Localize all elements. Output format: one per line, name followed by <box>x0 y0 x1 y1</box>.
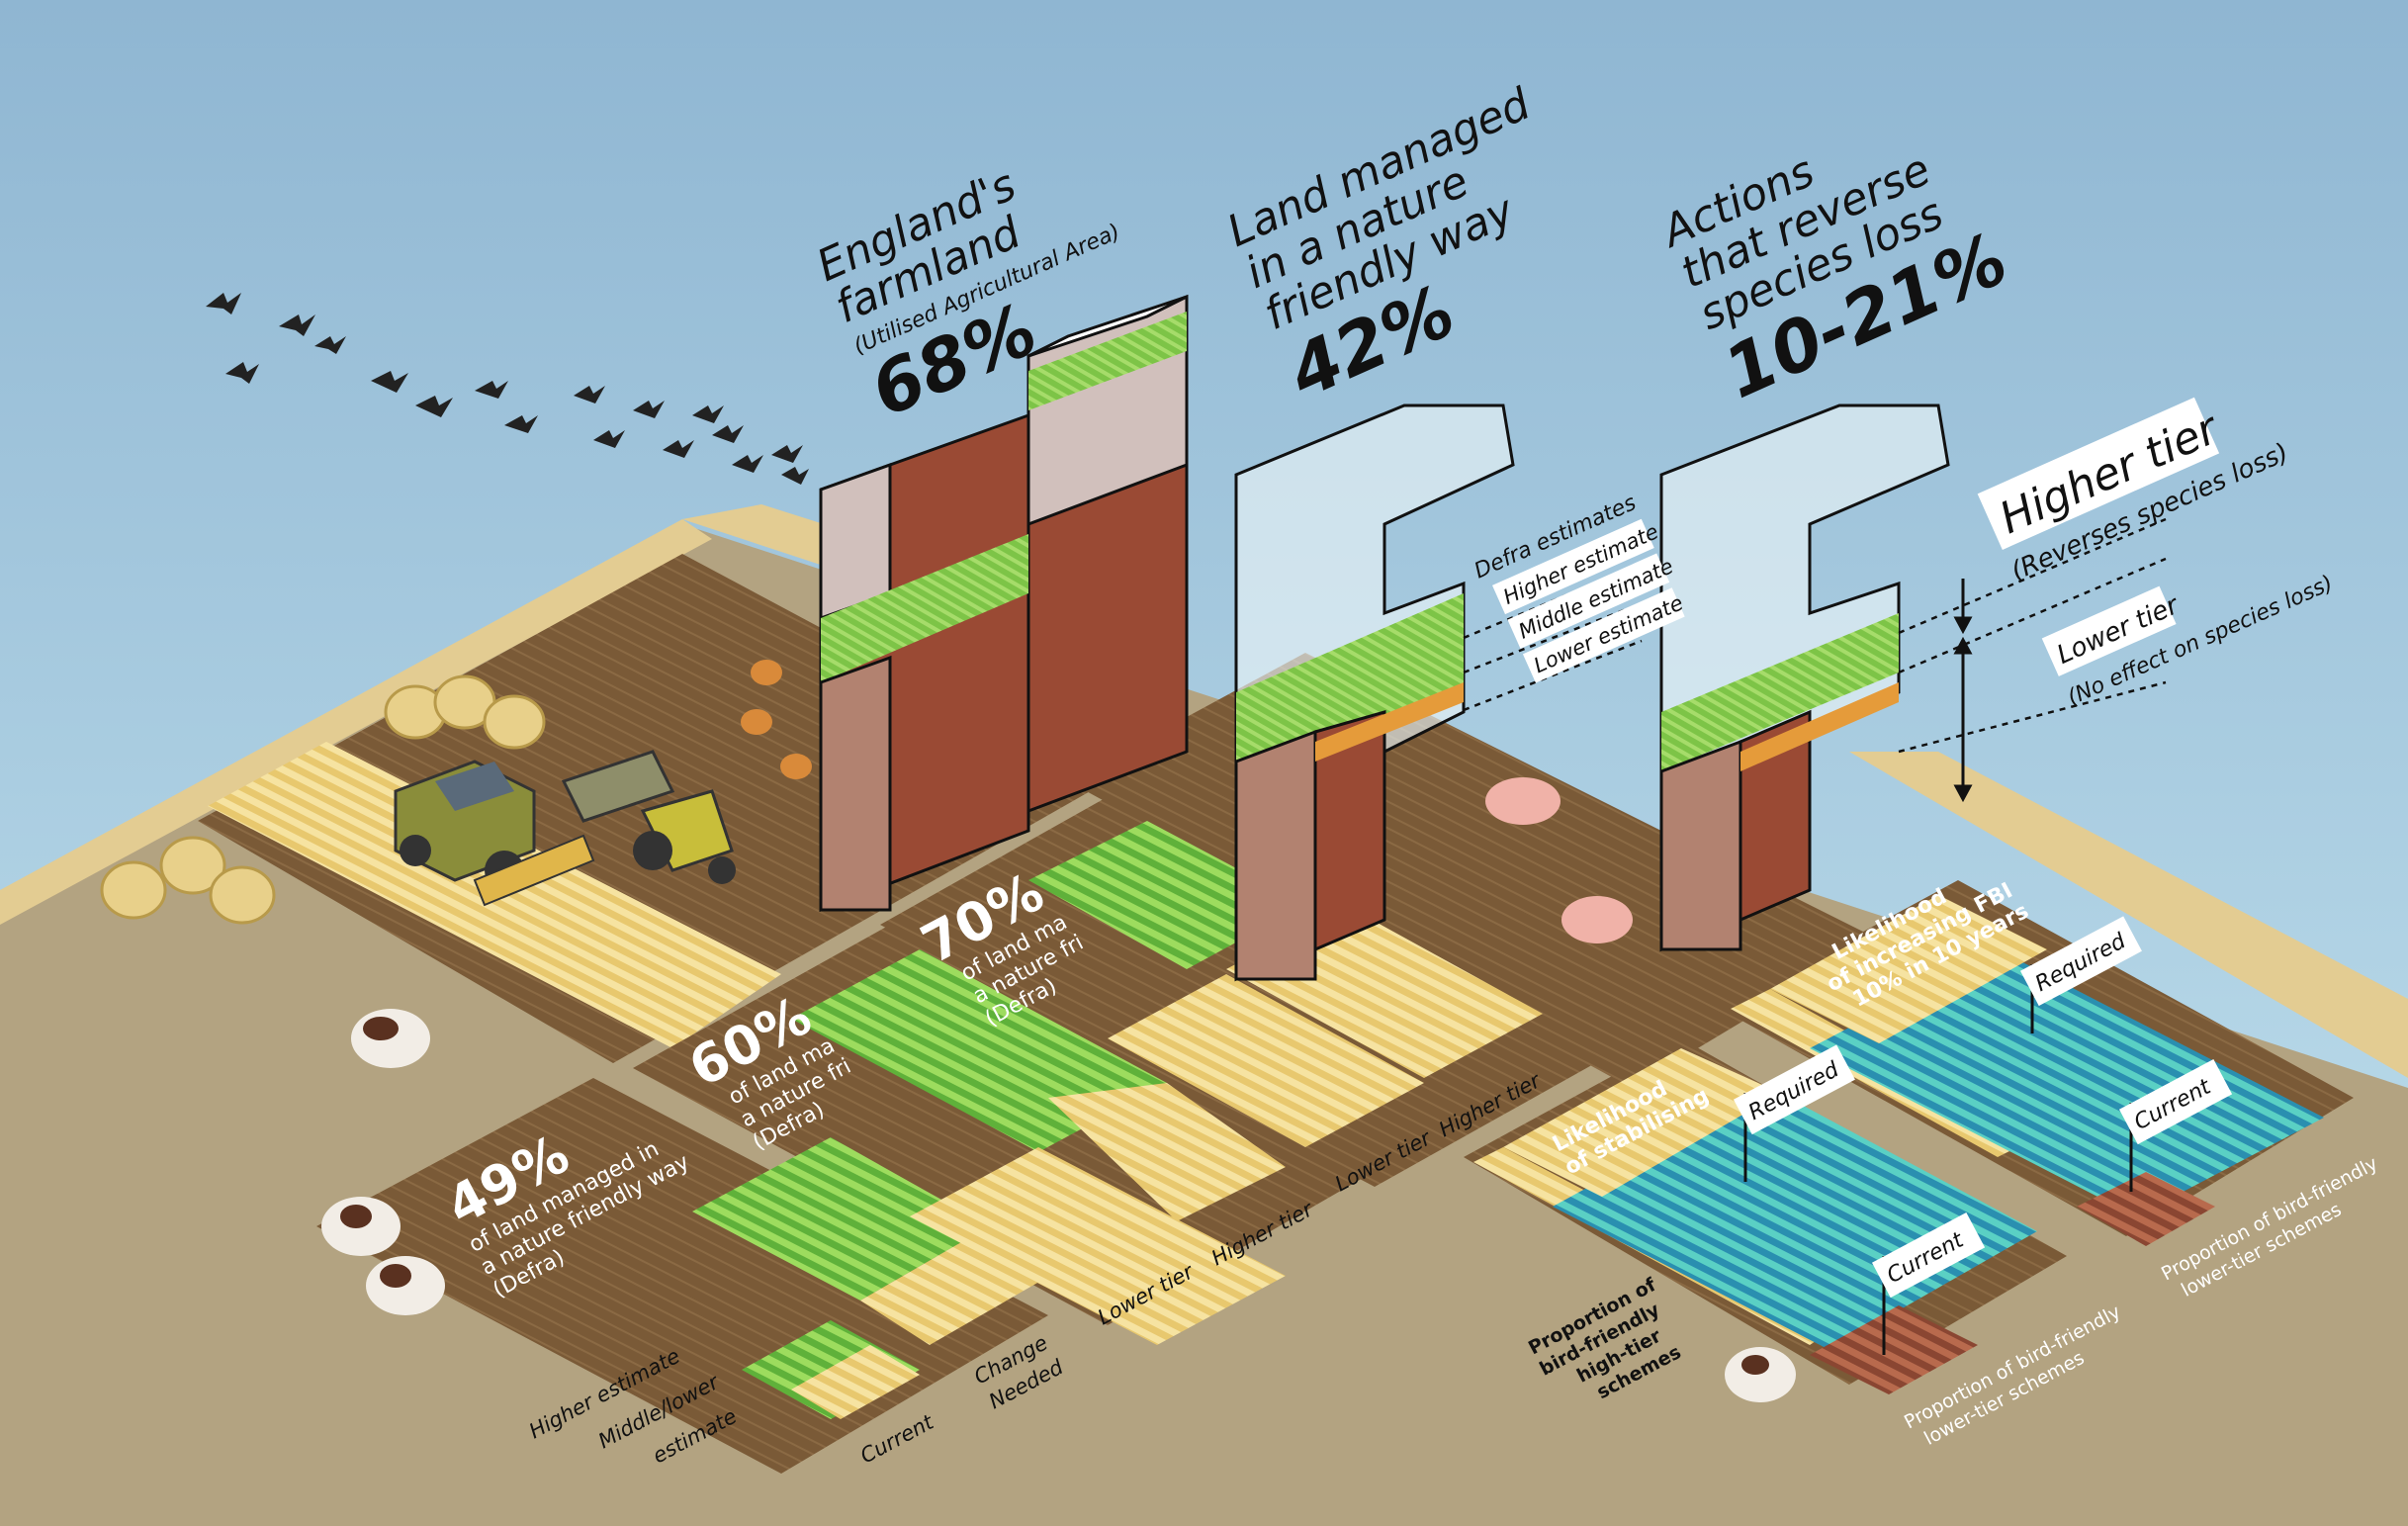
bird-flock <box>206 293 809 485</box>
bars-stabilising-soil <box>1810 1305 1978 1394</box>
letter-f-two <box>1659 404 1950 952</box>
bar-70-straw <box>1108 974 1424 1147</box>
bars-stabilising-straw-top <box>1503 1048 1780 1197</box>
harvester <box>394 760 595 907</box>
label-bg-middle <box>1507 553 1670 649</box>
bar-49-higher <box>692 1137 989 1301</box>
tractor <box>561 750 736 884</box>
cows <box>321 1009 1796 1402</box>
letter-n <box>819 294 1189 913</box>
bar-49-current-straw <box>791 1345 920 1419</box>
current-flag-b: Current <box>2118 1059 2233 1192</box>
bars-fbi-teal <box>1810 949 2324 1216</box>
chickens <box>741 660 812 779</box>
bar-60-straw-2 <box>1048 1083 1286 1221</box>
lower-tier-box <box>2041 585 2177 676</box>
label-bg-lower <box>1522 587 1685 683</box>
bar-60-straw <box>910 1147 1286 1345</box>
label-bg-higher <box>1492 518 1654 615</box>
hay-bales <box>100 674 546 925</box>
higher-tier-box <box>1977 397 2220 550</box>
letter-f-one <box>1234 404 1515 982</box>
bars-fbi-soil <box>2077 1172 2215 1246</box>
ground-rim-right <box>1849 752 2408 1078</box>
pigs <box>1485 777 1633 943</box>
bars-fbi-straw-top <box>1770 895 2047 1043</box>
ground-rim-left <box>0 519 712 925</box>
tier-axis <box>1953 579 1973 803</box>
